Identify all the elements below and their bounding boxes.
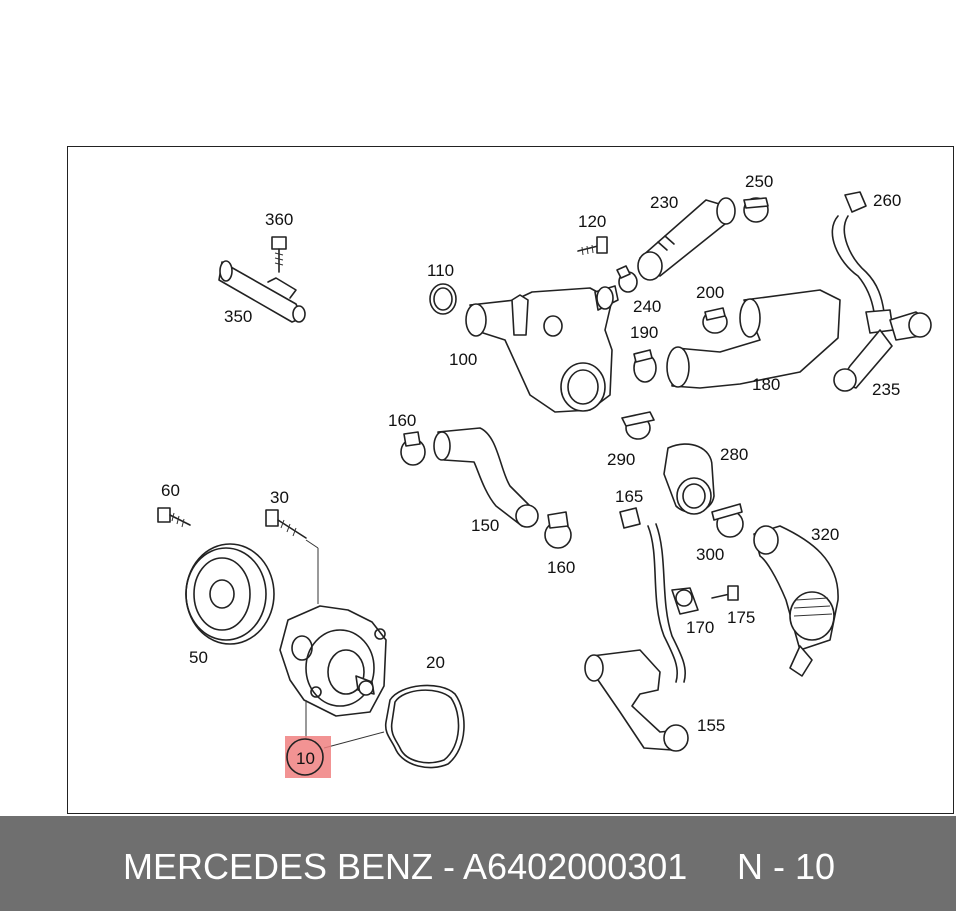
part-155-pipe — [584, 523, 689, 752]
label-10[interactable]: 10 — [296, 749, 315, 768]
label-350[interactable]: 350 — [224, 307, 252, 326]
part-190-clamp — [633, 349, 657, 383]
part-160-clamp-lower — [544, 511, 572, 549]
label-175[interactable]: 175 — [727, 608, 755, 627]
part-260-fitting — [844, 191, 867, 213]
label-100[interactable]: 100 — [449, 350, 477, 369]
part-100-thermostat-housing — [465, 285, 619, 413]
label-160-upper[interactable]: 160 — [388, 411, 416, 430]
label-250[interactable]: 250 — [745, 172, 773, 191]
label-155[interactable]: 155 — [697, 716, 725, 735]
part-240-clamp — [616, 265, 638, 293]
part-280-elbow — [663, 443, 715, 515]
leader-lines — [305, 539, 385, 749]
part-230-hose — [637, 197, 736, 281]
label-230[interactable]: 230 — [650, 193, 678, 212]
part-10-water-pump — [279, 605, 387, 717]
part-30-bolt — [265, 509, 307, 539]
label-280[interactable]: 280 — [720, 445, 748, 464]
part-60-bolt — [157, 507, 191, 528]
part-175-bolt — [711, 585, 739, 601]
label-260[interactable]: 260 — [873, 191, 901, 210]
label-200[interactable]: 200 — [696, 283, 724, 302]
exploded-parts-diagram: 10 20 30 50 60 100 110 120 150 155 160 1… — [157, 172, 932, 778]
label-360[interactable]: 360 — [265, 210, 293, 229]
part-200-clamp — [702, 307, 728, 334]
label-110[interactable]: 110 — [427, 261, 454, 280]
part-150-hose — [433, 427, 539, 528]
part-180-hose — [666, 289, 841, 389]
part-110-oring — [429, 283, 457, 315]
label-30[interactable]: 30 — [270, 488, 289, 507]
part-labels: 10 20 30 50 60 100 110 120 150 155 160 1… — [161, 172, 901, 768]
label-165[interactable]: 165 — [615, 487, 643, 506]
part-300-clamp — [711, 503, 744, 538]
label-120[interactable]: 120 — [578, 212, 606, 231]
part-165-fitting — [619, 507, 641, 529]
label-240[interactable]: 240 — [633, 297, 661, 316]
label-290[interactable]: 290 — [607, 450, 635, 469]
part-20-gasket — [384, 684, 465, 769]
part-120-bolt — [577, 236, 608, 256]
part-160-clamp-upper — [400, 431, 426, 466]
label-170[interactable]: 170 — [686, 618, 714, 637]
label-320[interactable]: 320 — [811, 525, 839, 544]
part-290-clamp — [621, 411, 655, 440]
part-320-pipe — [753, 525, 839, 677]
parts-diagram-frame — [67, 146, 954, 814]
label-20[interactable]: 20 — [426, 653, 445, 672]
label-160-lower[interactable]: 160 — [547, 558, 575, 577]
part-170-bracket — [671, 587, 699, 615]
label-300[interactable]: 300 — [696, 545, 724, 564]
part-250-clamp — [743, 197, 769, 223]
part-number-footer: MERCEDES BENZ - A6402000301 N - 10 — [0, 816, 956, 911]
label-50[interactable]: 50 — [189, 648, 208, 667]
label-150[interactable]: 150 — [471, 516, 499, 535]
label-60[interactable]: 60 — [161, 481, 180, 500]
part-360-bolt — [271, 236, 287, 273]
part-235-pipe — [831, 215, 932, 392]
part-350-pipe — [218, 260, 306, 323]
brand-part-number: MERCEDES BENZ - A6402000301 — [123, 846, 688, 887]
label-235[interactable]: 235 — [872, 380, 900, 399]
label-180[interactable]: 180 — [752, 375, 780, 394]
position-number: N - 10 — [737, 846, 836, 887]
part-50-pulley — [185, 543, 275, 645]
label-190[interactable]: 190 — [630, 323, 658, 342]
